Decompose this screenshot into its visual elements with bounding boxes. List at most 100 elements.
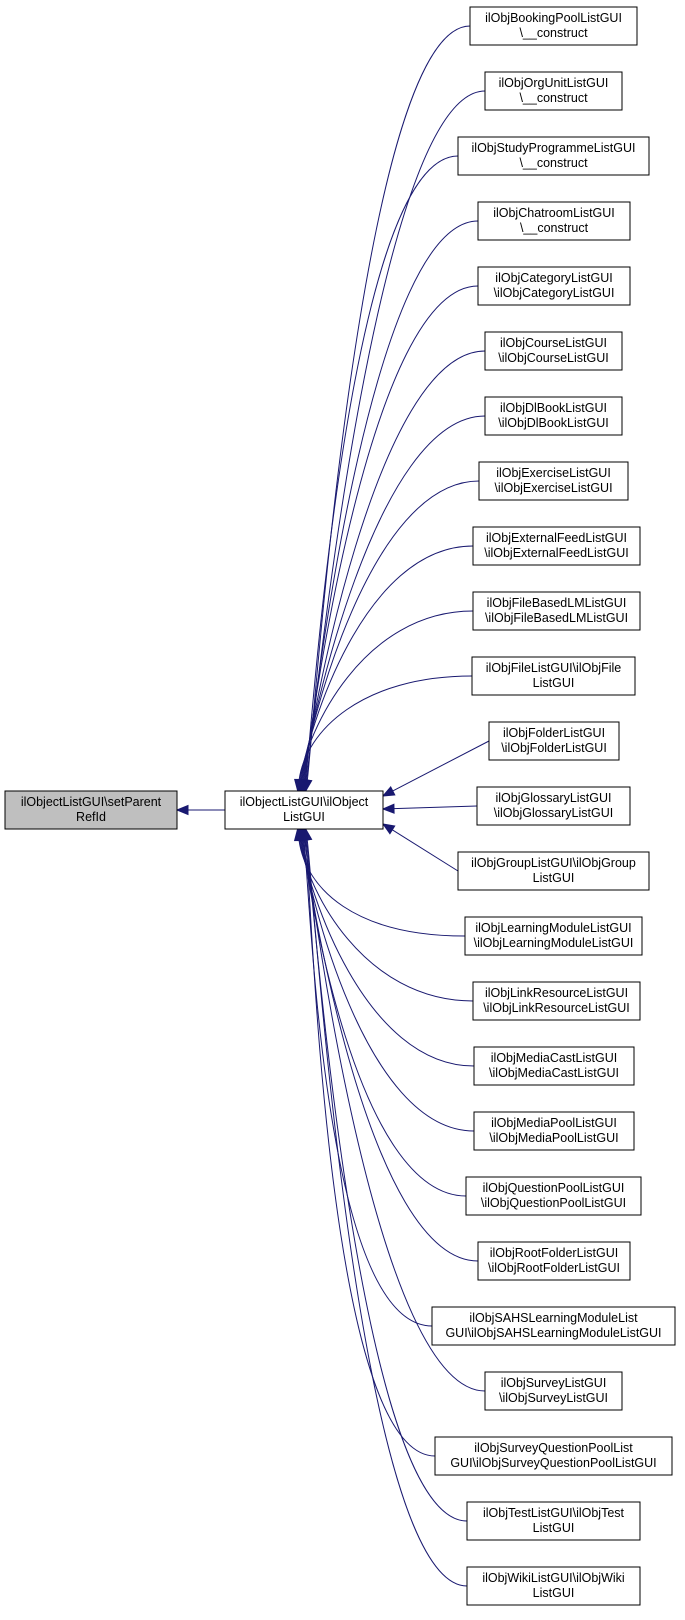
nodes-layer: ilObjectListGUI\setParentRefIdilObjectLi… bbox=[4, 6, 676, 1606]
edge-mediacast bbox=[300, 839, 475, 1067]
edge-chatroom bbox=[304, 220, 479, 781]
node-category[interactable]: ilObjCategoryListGUI\ilObjCategoryListGU… bbox=[477, 266, 631, 306]
node-group[interactable]: ilObjGroupListGUI\ilObjGroupListGUI bbox=[457, 851, 650, 891]
node-linkresource[interactable]: ilObjLinkResourceListGUI\ilObjLinkResour… bbox=[472, 981, 641, 1021]
node-mediacast[interactable]: ilObjMediaCastListGUI\ilObjMediaCastList… bbox=[473, 1046, 635, 1086]
node-mediapool-box bbox=[473, 1111, 635, 1151]
node-rootfolder-label-line-2: \ilObjRootFolderListGUI bbox=[488, 1261, 620, 1275]
node-surveyquestionpool-label-line-2: GUI\ilObjSurveyQuestionPoolListGUI bbox=[450, 1456, 656, 1470]
node-course-box bbox=[484, 331, 623, 371]
edge-dlbook bbox=[301, 415, 486, 781]
node-exercise-box bbox=[478, 461, 629, 501]
node-dlbook-label-line-1: ilObjDlBookListGUI bbox=[500, 401, 607, 415]
node-studyprogramme[interactable]: ilObjStudyProgrammeListGUI\__construct bbox=[457, 136, 650, 176]
edges-layer bbox=[175, 25, 490, 1587]
node-rootfolder-label-line-1: ilObjRootFolderListGUI bbox=[490, 1246, 619, 1260]
edge-course bbox=[302, 350, 486, 781]
node-filebasedlm-label-line-1: ilObjFileBasedLMListGUI bbox=[487, 596, 627, 610]
edge-exercise bbox=[301, 480, 480, 781]
node-glossary-label-line-1: ilObjGlossaryListGUI bbox=[496, 791, 612, 805]
node-bookingpool-label-line-2: \__construct bbox=[519, 26, 588, 40]
node-category-box bbox=[477, 266, 631, 306]
node-test-box bbox=[466, 1501, 641, 1541]
node-orgunit-label-line-2: \__construct bbox=[519, 91, 588, 105]
edge-surveyquestionpool bbox=[305, 839, 436, 1457]
node-wiki[interactable]: ilObjWikiListGUI\ilObjWikiListGUI bbox=[466, 1566, 641, 1606]
node-file[interactable]: ilObjFileListGUI\ilObjFileListGUI bbox=[471, 656, 636, 696]
node-wiki-label-line-2: ListGUI bbox=[533, 1586, 575, 1600]
node-folder-box bbox=[488, 721, 620, 761]
node-survey[interactable]: ilObjSurveyListGUI\ilObjSurveyListGUI bbox=[484, 1371, 623, 1411]
node-chatroom-label-line-1: ilObjChatroomListGUI bbox=[493, 206, 615, 220]
node-glossary[interactable]: ilObjGlossaryListGUI\ilObjGlossaryListGU… bbox=[476, 786, 631, 826]
node-surveyquestionpool-label-line-1: ilObjSurveyQuestionPoolList bbox=[474, 1441, 633, 1455]
node-studyprogramme-label-line-1: ilObjStudyProgrammeListGUI bbox=[472, 141, 636, 155]
arrowhead-setParentRefId bbox=[175, 804, 189, 816]
edge-rootfolder bbox=[302, 839, 479, 1262]
node-surveyquestionpool[interactable]: ilObjSurveyQuestionPoolListGUI\ilObjSurv… bbox=[434, 1436, 673, 1476]
node-folder[interactable]: ilObjFolderListGUI\ilObjFolderListGUI bbox=[488, 721, 620, 761]
node-setParentRefId-box bbox=[4, 790, 178, 830]
node-sahslearningmodule-label-line-1: ilObjSAHSLearningModuleList bbox=[469, 1311, 638, 1325]
node-dlbook-label-line-2: \ilObjDlBookListGUI bbox=[498, 416, 608, 430]
node-dlbook[interactable]: ilObjDlBookListGUI\ilObjDlBookListGUI bbox=[484, 396, 623, 436]
node-rootfolder[interactable]: ilObjRootFolderListGUI\ilObjRootFolderLi… bbox=[477, 1241, 631, 1281]
node-file-box bbox=[471, 656, 636, 696]
node-ilObjectListGUI-label-line-2: ListGUI bbox=[283, 810, 325, 824]
edge-wiki bbox=[306, 839, 468, 1587]
edge-bookingpool bbox=[306, 25, 471, 781]
node-chatroom[interactable]: ilObjChatroomListGUI\__construct bbox=[477, 201, 631, 241]
node-mediapool-label-line-2: \ilObjMediaPoolListGUI bbox=[489, 1131, 618, 1145]
node-orgunit[interactable]: ilObjOrgUnitListGUI\__construct bbox=[484, 71, 623, 111]
node-category-label-line-1: ilObjCategoryListGUI bbox=[495, 271, 612, 285]
node-linkresource-label-line-1: ilObjLinkResourceListGUI bbox=[485, 986, 628, 1000]
node-mediapool[interactable]: ilObjMediaPoolListGUI\ilObjMediaPoolList… bbox=[473, 1111, 635, 1151]
node-questionpool[interactable]: ilObjQuestionPoolListGUI\ilObjQuestionPo… bbox=[465, 1176, 642, 1216]
arrowhead-group bbox=[381, 823, 396, 835]
node-mediacast-label-line-1: ilObjMediaCastListGUI bbox=[491, 1051, 617, 1065]
node-dlbook-box bbox=[484, 396, 623, 436]
node-filebasedlm[interactable]: ilObjFileBasedLMListGUI\ilObjFileBasedLM… bbox=[472, 591, 641, 631]
node-group-box bbox=[457, 851, 650, 891]
node-course[interactable]: ilObjCourseListGUI\ilObjCourseListGUI bbox=[484, 331, 623, 371]
edge-learningmodule bbox=[298, 839, 466, 937]
node-wiki-box bbox=[466, 1566, 641, 1606]
node-sahslearningmodule-box bbox=[431, 1306, 676, 1346]
edge-sahslearningmodule bbox=[303, 839, 433, 1327]
arrowhead-glossary bbox=[381, 803, 395, 814]
node-externalfeed[interactable]: ilObjExternalFeedListGUI\ilObjExternalFe… bbox=[472, 526, 641, 566]
edge-studyprogramme bbox=[305, 155, 459, 781]
node-ilObjectListGUI[interactable]: ilObjectListGUI\ilObjectListGUI bbox=[224, 790, 384, 830]
node-filebasedlm-label-line-2: \ilObjFileBasedLMListGUI bbox=[485, 611, 628, 625]
edge-category bbox=[303, 285, 479, 781]
node-sahslearningmodule[interactable]: ilObjSAHSLearningModuleListGUI\ilObjSAHS… bbox=[431, 1306, 676, 1346]
node-questionpool-box bbox=[465, 1176, 642, 1216]
node-orgunit-label-line-1: ilObjOrgUnitListGUI bbox=[499, 76, 609, 90]
node-group-label-line-2: ListGUI bbox=[533, 871, 575, 885]
node-folder-label-line-1: ilObjFolderListGUI bbox=[503, 726, 605, 740]
node-sahslearningmodule-label-line-2: GUI\ilObjSAHSLearningModuleListGUI bbox=[445, 1326, 661, 1340]
node-studyprogramme-box bbox=[457, 136, 650, 176]
node-rootfolder-box bbox=[477, 1241, 631, 1281]
node-exercise[interactable]: ilObjExerciseListGUI\ilObjExerciseListGU… bbox=[478, 461, 629, 501]
node-test[interactable]: ilObjTestListGUI\ilObjTestListGUI bbox=[466, 1501, 641, 1541]
node-questionpool-label-line-1: ilObjQuestionPoolListGUI bbox=[483, 1181, 625, 1195]
node-setParentRefId-label-line-1: ilObjectListGUI\setParent bbox=[21, 795, 162, 809]
node-externalfeed-box bbox=[472, 526, 641, 566]
edge-file bbox=[298, 675, 473, 781]
edge-glossary bbox=[393, 805, 478, 810]
edge-group bbox=[392, 829, 459, 872]
node-test-label-line-1: ilObjTestListGUI\ilObjTest bbox=[483, 1506, 625, 1520]
node-file-label-line-2: ListGUI bbox=[533, 676, 575, 690]
node-learningmodule-box bbox=[464, 916, 643, 956]
node-chatroom-label-line-2: \__construct bbox=[520, 221, 589, 235]
node-bookingpool[interactable]: ilObjBookingPoolListGUI\__construct bbox=[469, 6, 638, 46]
node-learningmodule[interactable]: ilObjLearningModuleListGUI\ilObjLearning… bbox=[464, 916, 643, 956]
node-ilObjectListGUI-label-line-1: ilObjectListGUI\ilObject bbox=[240, 795, 369, 809]
node-wiki-label-line-1: ilObjWikiListGUI\ilObjWiki bbox=[482, 1571, 624, 1585]
arrowhead-folder bbox=[381, 786, 396, 797]
edge-externalfeed bbox=[300, 545, 474, 781]
node-survey-label-line-2: \ilObjSurveyListGUI bbox=[499, 1391, 608, 1405]
